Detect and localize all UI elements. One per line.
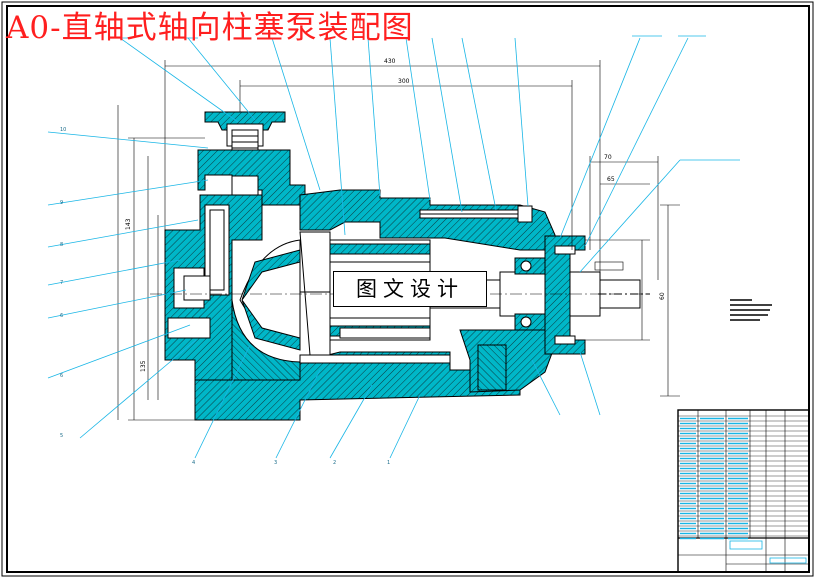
parts-list-rows xyxy=(678,415,809,540)
balloon-7: 7 xyxy=(60,280,63,286)
balloon-3: 3 xyxy=(274,460,277,466)
balloon-8: 8 xyxy=(60,242,63,248)
drawing-title: A0-直轴式轴向柱塞泵装配图 xyxy=(6,10,414,46)
balloon-6b: 6 xyxy=(60,373,63,379)
dim-135: 135 xyxy=(140,360,147,372)
part-leaders xyxy=(47,35,740,459)
balloon-5: 5 xyxy=(60,433,63,439)
balloons-bottom: 4 3 2 1 xyxy=(192,460,390,466)
scale-box xyxy=(769,557,807,564)
dim-300: 300 xyxy=(398,78,410,85)
balloon-6a: 6 xyxy=(60,313,63,319)
balloon-9: 9 xyxy=(60,200,63,206)
dimension-lines xyxy=(117,60,680,421)
dim-430: 430 xyxy=(384,58,396,65)
technical-notes xyxy=(730,299,772,321)
pump-cross-section xyxy=(150,111,650,421)
dimension-values: 430 300 70 65 143 135 60 xyxy=(125,58,666,372)
watermark-label: 图文设计 xyxy=(333,271,487,307)
balloon-4: 4 xyxy=(192,460,195,466)
balloon-10: 10 xyxy=(60,127,66,133)
balloons-left: 10 9 8 7 6 6 5 xyxy=(60,127,66,439)
balloon-2: 2 xyxy=(333,460,336,466)
balloon-1: 1 xyxy=(387,460,390,466)
dim-70: 70 xyxy=(604,154,612,161)
dim-65: 65 xyxy=(607,176,615,183)
drawing-name-box xyxy=(729,540,763,550)
dim-60: 60 xyxy=(659,292,666,300)
inner-frame xyxy=(6,5,810,573)
dim-143: 143 xyxy=(125,218,132,230)
